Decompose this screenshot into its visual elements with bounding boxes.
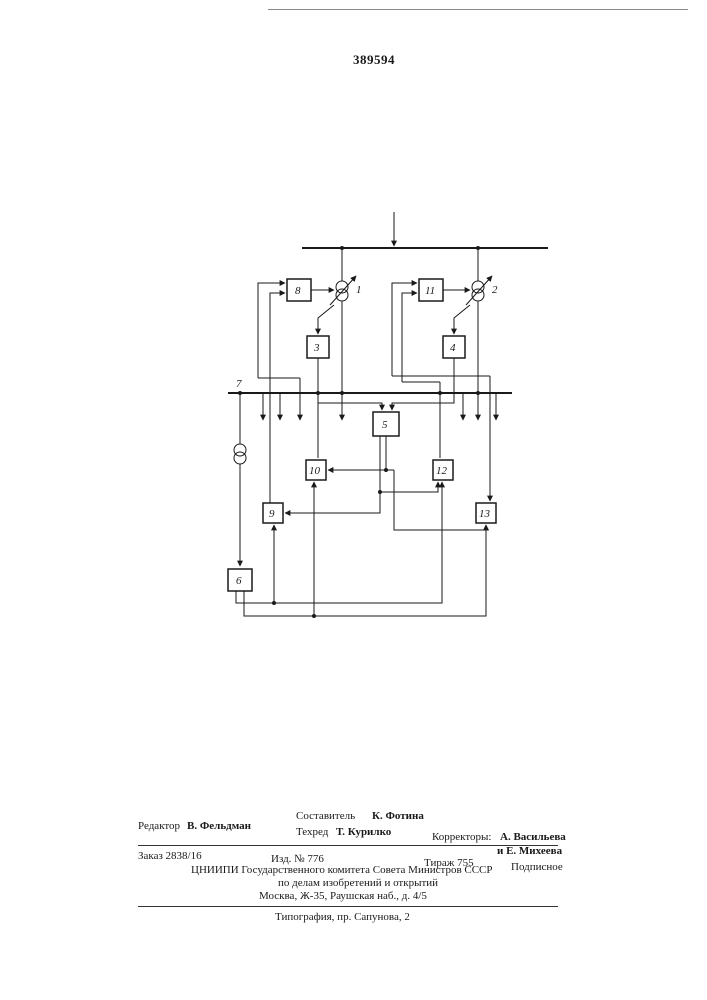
techred-label: Техред [296, 826, 328, 838]
label-9: 9 [269, 508, 275, 520]
footer-rule-top [138, 845, 558, 846]
connections-block-6 [236, 482, 486, 616]
transformer-2 [466, 248, 492, 393]
label-5: 5 [382, 419, 388, 431]
subscription: Подписное [511, 861, 563, 873]
label-10: 10 [309, 465, 321, 477]
compiler-label: Составитель [296, 810, 355, 822]
label-8: 8 [295, 285, 301, 297]
footer-rule-bottom [138, 906, 558, 907]
compiler-name: К. Фотина [372, 810, 424, 822]
label-11: 11 [425, 285, 435, 297]
corrector-1: А. Васильева [500, 831, 566, 843]
label-6: 6 [236, 575, 242, 587]
label-3: 3 [313, 342, 320, 354]
corrector-2: и Е. Михеева [497, 845, 562, 857]
editor-label: Редактор [138, 820, 180, 832]
label-13: 13 [479, 508, 491, 520]
auxiliary-transformer [234, 393, 246, 566]
connections-block-5 [285, 436, 486, 530]
label-12: 12 [436, 465, 448, 477]
techred-name: Т. Курилко [336, 826, 391, 838]
label-7: 7 [236, 378, 242, 390]
label-4: 4 [450, 342, 456, 354]
circuit-diagram: 1 2 3 4 5 6 7 8 9 10 11 12 13 [0, 0, 707, 700]
correctors-label: Корректоры: [432, 831, 491, 843]
editor-name: В. Фельдман [187, 820, 251, 832]
organization-line-1: ЦНИИПИ Государственного комитета Совета … [191, 864, 493, 876]
order-number: Заказ 2838/16 [138, 850, 202, 862]
feeder-arrows [263, 393, 496, 420]
label-2: 2 [492, 284, 498, 296]
printer: Типография, пр. Сапунова, 2 [275, 911, 410, 923]
address: Москва, Ж-35, Раушская наб., д. 4/5 [259, 890, 427, 902]
label-1: 1 [356, 284, 362, 296]
transformer-1 [330, 248, 356, 393]
organization-line-2: по делам изобретений и открытий [278, 877, 438, 889]
